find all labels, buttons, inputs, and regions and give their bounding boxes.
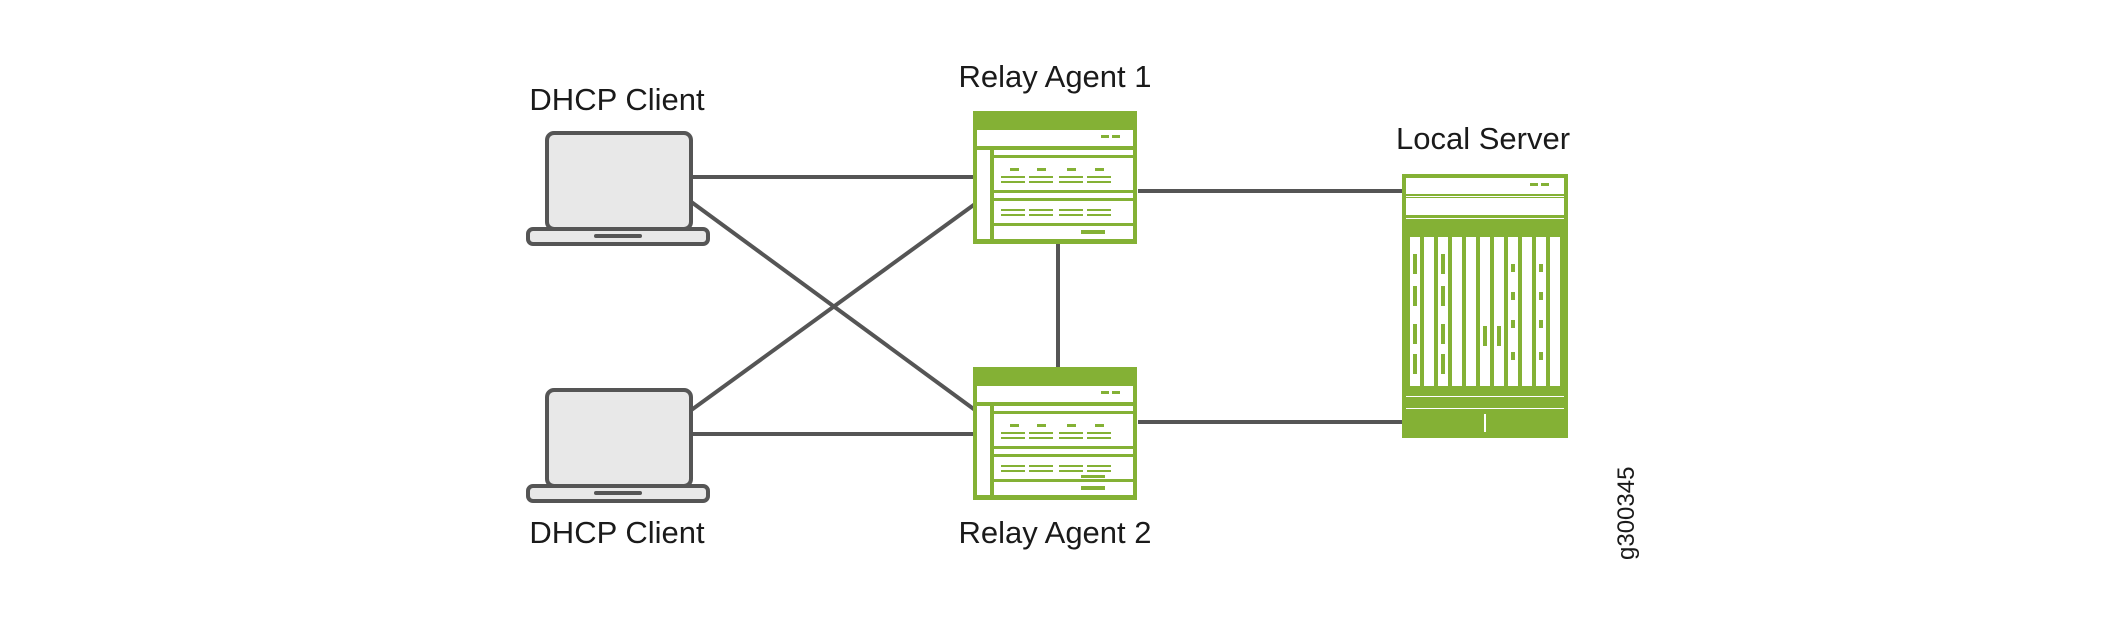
client-top-label: DHCP Client	[529, 82, 705, 117]
figure-id: g300345	[1613, 467, 1640, 560]
edge-client-bottom-relay-1	[688, 202, 977, 413]
laptop-icon	[526, 388, 710, 503]
server-chassis-icon	[1402, 174, 1568, 438]
relay-2-label: Relay Agent 2	[958, 515, 1151, 550]
router-chassis-icon	[973, 367, 1137, 500]
connections	[688, 175, 1402, 436]
server-label: Local Server	[1396, 121, 1570, 156]
relay-1-label: Relay Agent 1	[958, 59, 1151, 94]
laptop-icon	[526, 131, 710, 246]
router-chassis-icon	[973, 111, 1137, 244]
client-bottom-label: DHCP Client	[529, 515, 705, 550]
